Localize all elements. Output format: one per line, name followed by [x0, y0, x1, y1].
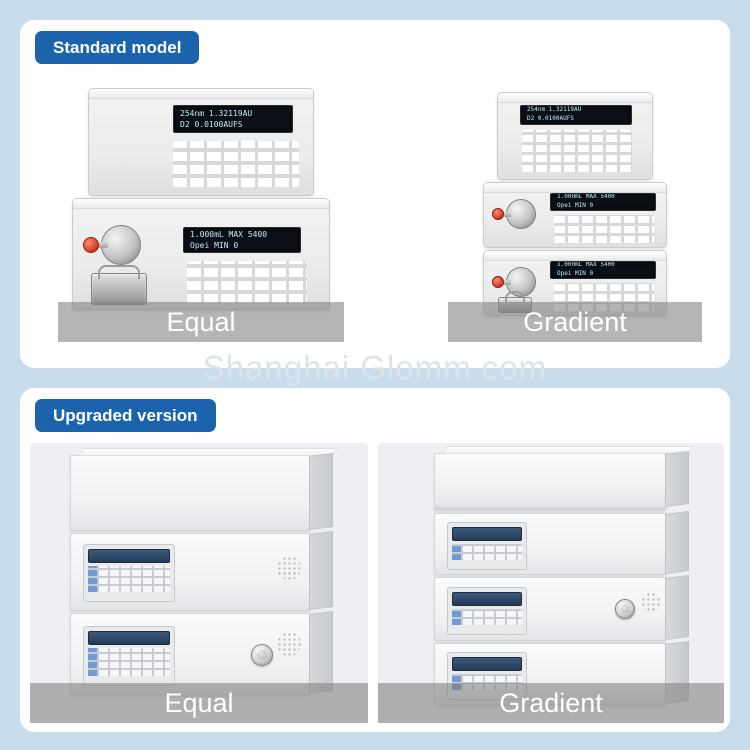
standard-model-panel: Standard model 254nm 1.32119AU D2 0.0100… [20, 20, 730, 368]
detector-display: 254nm 1.32119AU D2 0.0100AUFS [520, 105, 632, 125]
caption-standard-equal: Equal [58, 302, 344, 342]
lcd-display [88, 549, 170, 563]
lcd-display [88, 631, 170, 645]
pump-head [492, 199, 536, 229]
display-line: Opei MIN 0 [190, 241, 239, 250]
upgraded-version-badge: Upgraded version [35, 399, 216, 432]
pump-head-stem [502, 280, 511, 285]
vent-grille [641, 592, 661, 612]
pump-keypad [554, 215, 654, 243]
hplc-stack-standard-equal: 254nm 1.32119AU D2 0.0100AUFS 1.000mL MA… [58, 88, 344, 310]
purge-valve-bracket [91, 265, 147, 305]
detector-keypad [173, 141, 299, 187]
pump-display: 1.000mL MAX 5400 Opei MIN 0 [550, 261, 656, 279]
pump-head-stem [96, 242, 108, 248]
watermark: Shanghai Glomm com [202, 349, 548, 386]
pump-unit: 1.000mL MAX 5400 Opei MIN 0 [72, 198, 330, 310]
solvent-tray-unit [70, 448, 339, 531]
display-line: 254nm 1.32119AU [527, 106, 582, 114]
detector-unit: 254nm 1.32119AU D2 0.0100AUFS [497, 92, 653, 180]
display-line: 254nm 1.32119AU [180, 108, 253, 118]
detector-unit [434, 511, 689, 575]
display-line: 1.000mL MAX 5400 [557, 193, 615, 201]
box-side-face [665, 575, 689, 640]
keypad [452, 609, 522, 625]
display-line: 1.000mL MAX 5400 [557, 261, 615, 269]
pump-unit-1 [434, 575, 689, 641]
box-side-face [309, 531, 333, 610]
lcd-display [452, 527, 522, 541]
caption-upgraded-equal: Equal [30, 683, 368, 723]
pump-display: 1.000mL MAX 5400 Opei MIN 0 [550, 193, 656, 211]
keypad [452, 544, 522, 560]
box-side-face [309, 453, 333, 530]
pump-unit-1: 1.000mL MAX 5400 Opei MIN 0 [483, 182, 667, 248]
vent-grille [277, 632, 301, 656]
control-knob [615, 599, 635, 619]
display-line: Opei MIN 0 [557, 202, 594, 209]
display-line: D2 0.0100AUFS [180, 120, 243, 129]
display-line: Opei MIN 0 [557, 270, 594, 277]
standard-equal-photo: 254nm 1.32119AU D2 0.0100AUFS 1.000mL MA… [58, 62, 344, 342]
keypad [88, 648, 170, 676]
control-knob [251, 644, 273, 666]
keypad [88, 566, 170, 592]
pump-unit [70, 611, 333, 695]
standard-gradient-photo: 254nm 1.32119AU D2 0.0100AUFS 1.000mL MA… [448, 62, 702, 342]
upgraded-equal-photo: Equal [30, 443, 368, 723]
control-panel [447, 522, 527, 570]
lcd-display [452, 592, 522, 606]
pump-head-stem [502, 212, 511, 217]
detector-unit: 254nm 1.32119AU D2 0.0100AUFS [88, 88, 314, 196]
box-top-face [441, 446, 695, 454]
box-top-face [77, 448, 339, 456]
hplc-stack-upgraded-equal [70, 448, 339, 695]
vent-grille [277, 556, 301, 580]
control-panel [83, 626, 175, 686]
upgraded-gradient-photo: Gradient [378, 443, 724, 723]
box-side-face [665, 451, 689, 507]
pump-head [83, 225, 141, 265]
lcd-display [452, 657, 522, 671]
hplc-stack-standard-gradient: 254nm 1.32119AU D2 0.0100AUFS 1.000mL MA… [448, 92, 702, 316]
solvent-tray-unit [434, 446, 695, 511]
control-panel [447, 587, 527, 635]
caption-upgraded-gradient: Gradient [378, 683, 724, 723]
display-line: 1.000mL MAX 5400 [190, 229, 268, 239]
red-purge-knob [492, 276, 504, 288]
detector-keypad [522, 130, 632, 172]
box-side-face [665, 511, 689, 574]
box-side-face [309, 611, 333, 694]
detector-unit [70, 531, 333, 611]
caption-standard-gradient: Gradient [448, 302, 702, 342]
red-purge-knob [492, 208, 504, 220]
standard-model-badge: Standard model [35, 31, 200, 64]
red-purge-knob [83, 237, 99, 253]
display-line: D2 0.0100AUFS [527, 115, 574, 122]
control-panel [83, 544, 175, 602]
pump-display: 1.000mL MAX 5400 Opei MIN 0 [183, 227, 301, 253]
upgraded-version-panel: Upgraded version [20, 388, 730, 732]
detector-display: 254nm 1.32119AU D2 0.0100AUFS [173, 105, 293, 133]
hplc-stack-upgraded-gradient [434, 446, 695, 705]
pump-keypad [187, 261, 307, 303]
